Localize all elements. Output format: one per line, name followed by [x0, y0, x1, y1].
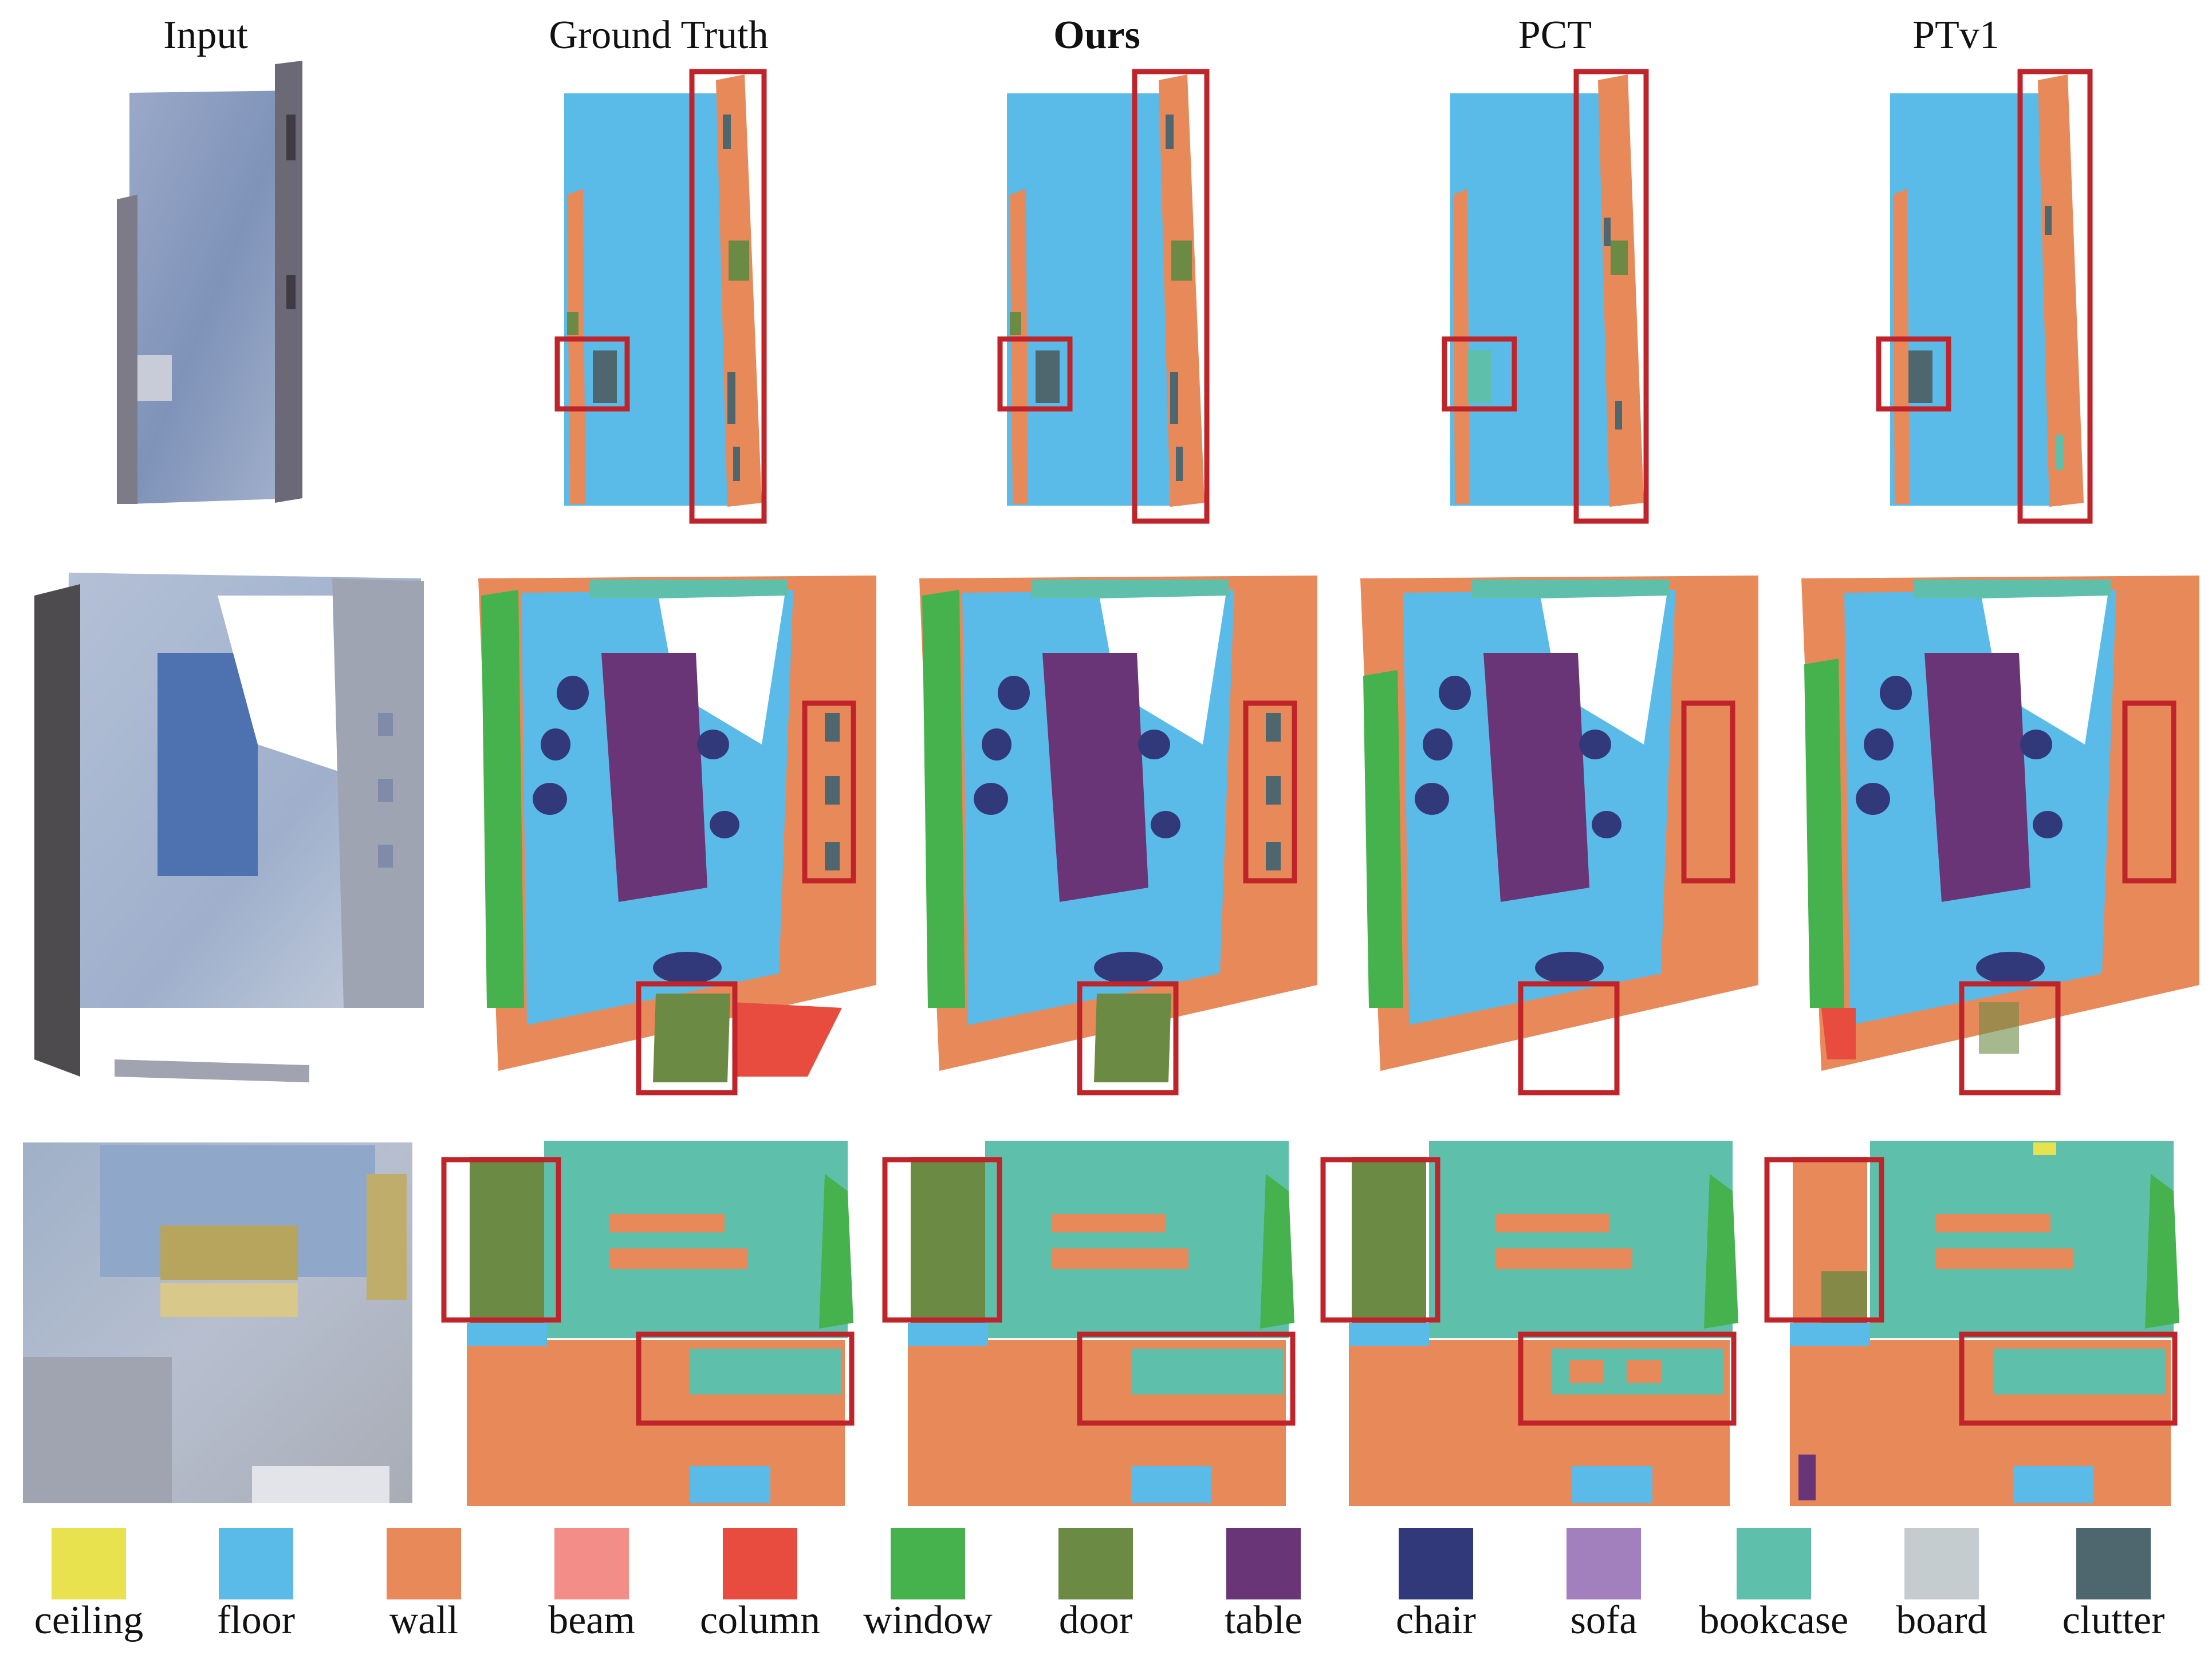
legend-item-bookcase: bookcase	[1697, 1518, 1868, 1655]
legend-item-wall: wall	[347, 1518, 518, 1655]
legend-item-board: board	[1864, 1518, 2036, 1655]
legend-item-beam: beam	[514, 1518, 686, 1655]
row3-input-image	[23, 1142, 412, 1503]
legend-swatch-floor	[219, 1528, 293, 1599]
legend-swatch-column	[723, 1528, 797, 1599]
legend-item-ceiling: ceiling	[11, 1518, 183, 1655]
column-title-ptv1: PTv1	[1912, 13, 2000, 57]
legend-swatch-beam	[554, 1528, 629, 1599]
legend-item-sofa: sofa	[1526, 1518, 1698, 1655]
legend-label-window: window	[863, 1598, 993, 1642]
legend-label-sofa: sofa	[1570, 1598, 1638, 1642]
legend-label-column: column	[700, 1598, 820, 1642]
row2-ground-truth-image	[478, 576, 876, 1082]
legend-swatch-clutter	[2076, 1528, 2151, 1599]
legend-item-door: door	[1018, 1518, 1190, 1655]
row3-ground-truth-image	[467, 1141, 853, 1506]
row2-ptv1-highlight-box	[1959, 700, 2176, 1096]
legend-swatch-table	[1226, 1528, 1301, 1599]
column-title-input: Input	[163, 13, 248, 57]
column-title-ours: Ours	[1053, 13, 1140, 57]
row3-ptv1-highlight-box	[1764, 1157, 2178, 1426]
legend-item-floor: floor	[179, 1518, 351, 1655]
legend-swatch-chair	[1399, 1528, 1473, 1599]
legend-item-window: window	[851, 1518, 1022, 1655]
legend-swatch-sofa	[1566, 1528, 1641, 1599]
legend-label-floor: floor	[217, 1598, 296, 1642]
column-title-pct: PCT	[1518, 13, 1592, 57]
row2-pct-image	[1360, 576, 1758, 1071]
row1-ground-truth-image	[564, 74, 762, 507]
row3-ours-highlight-box	[882, 1157, 1296, 1426]
legend-item-clutter: clutter	[2036, 1518, 2208, 1655]
column-title-ground-truth: Ground Truth	[549, 13, 769, 57]
legend-swatch-ceiling	[52, 1528, 126, 1599]
class-legend: ceiling floor wall beam column window do…	[0, 1518, 2212, 1659]
legend-label-board: board	[1896, 1598, 1987, 1642]
legend-item-chair: chair	[1359, 1518, 1530, 1655]
row1-ptv1-image	[1890, 74, 2084, 507]
row1-pct-highlight-box	[1442, 69, 1649, 524]
legend-swatch-board	[1904, 1528, 1979, 1599]
row2-ours-highlight-box	[1077, 700, 1297, 1096]
row2-ptv1-image	[1801, 576, 2199, 1071]
legend-swatch-door	[1058, 1528, 1133, 1599]
row1-ptv1-highlight-box	[1876, 69, 2093, 524]
legend-label-beam: beam	[548, 1598, 635, 1642]
row1-ground-truth-highlight-box	[554, 69, 767, 524]
row1-ours-highlight-box	[997, 69, 1210, 524]
legend-swatch-wall	[387, 1528, 461, 1599]
legend-label-door: door	[1058, 1598, 1133, 1642]
column-headers: Input Ground Truth Ours PCT PTv1	[0, 0, 2212, 74]
legend-label-wall: wall	[389, 1598, 459, 1642]
row1-ours-image	[1007, 74, 1205, 507]
row2-input-image	[34, 573, 424, 1082]
legend-label-table: table	[1224, 1598, 1303, 1642]
legend-label-chair: chair	[1396, 1598, 1476, 1642]
legend-label-bookcase: bookcase	[1699, 1598, 1849, 1642]
row3-ptv1-image	[1790, 1141, 2179, 1506]
row2-ground-truth-highlight-box	[636, 700, 856, 1096]
row3-ground-truth-highlight-box	[441, 1157, 855, 1426]
row1-pct-image	[1450, 74, 1644, 507]
legend-item-column: column	[683, 1518, 855, 1655]
legend-swatch-bookcase	[1737, 1528, 1811, 1599]
row3-pct-image	[1349, 1141, 1738, 1506]
legend-label-clutter: clutter	[2062, 1598, 2165, 1642]
legend-swatch-window	[891, 1528, 965, 1599]
row3-ours-image	[908, 1141, 1294, 1506]
legend-item-table: table	[1186, 1518, 1358, 1655]
row3-pct-highlight-box	[1320, 1157, 1737, 1426]
row2-pct-highlight-box	[1518, 700, 1735, 1096]
row1-input-image	[117, 61, 302, 504]
legend-label-ceiling: ceiling	[34, 1598, 144, 1642]
row2-ours-image	[919, 576, 1317, 1082]
